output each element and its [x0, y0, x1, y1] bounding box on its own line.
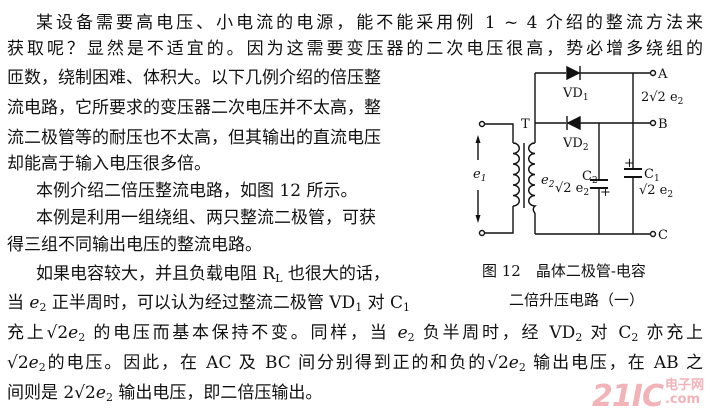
text-run: 2	[105, 391, 113, 404]
diode-vd2	[566, 115, 581, 131]
label-c2: C2	[582, 169, 598, 186]
text-run: 某设备需要高电压、小电流的电源，能不能采用例 1 ~ 4 介绍的整流方法来	[36, 13, 703, 33]
terminal-input-bottom	[478, 229, 486, 237]
figure-caption-line2: 二倍升压电路（一）	[509, 291, 645, 309]
text-run: 2	[78, 331, 86, 344]
label-c1-plus: +	[624, 156, 635, 171]
text-run: 如果电容较大，并且负载电阻 R	[36, 264, 276, 284]
label-vd2: VD2	[562, 136, 589, 153]
text-run: 对 C	[362, 293, 404, 313]
text-run: 本例是利用一组绕组、两只整流二极管，可获	[36, 208, 376, 228]
terminal-a	[649, 69, 657, 77]
text-run: 匝数，绕制困难、体积大。以下几例介绍的倍压整	[7, 68, 381, 88]
paragraph-line: 当 e2 正半周时，可以认为经过整流二极管 VD1 对 C1	[7, 293, 410, 313]
text-run: 负半周时，经 VD	[414, 323, 576, 343]
text-run: e	[508, 353, 519, 373]
paragraph-line: √2e2的电压。因此，在 AC 及 BC 间分别得到正的和负的√2e2 输出电压…	[7, 353, 703, 373]
text-run: e	[68, 323, 79, 343]
text-run: L	[275, 272, 283, 285]
paragraph-line: 如果电容较大，并且负载电阻 RL 也很大的话，	[36, 264, 390, 284]
text-run: 2	[39, 301, 47, 314]
label-c1: C1	[644, 167, 660, 184]
paragraph-line: 匝数，绕制困难、体积大。以下几例介绍的倍压整	[7, 68, 381, 88]
label-ab-voltage: 2√2 e2	[641, 90, 683, 107]
text-run: 却能高于输入电压很多倍。	[7, 154, 211, 174]
text-run: 2	[38, 361, 46, 374]
label-e1: e1	[473, 167, 486, 184]
paragraph-line: 流二极管等的耐压也不太高，但其输出的直流电压	[7, 128, 381, 148]
label-t: T	[521, 117, 530, 132]
text-run: 充上√2	[7, 323, 69, 343]
text-run: 流电路，它所要求的变压器二次电压并不太高，整	[7, 98, 381, 118]
wire-primary	[485, 123, 514, 234]
label-b: B	[658, 117, 668, 132]
label-e2: e2	[541, 173, 555, 190]
capacitor-c1	[624, 168, 642, 178]
paragraph-line: 获取呢？显然是不适宜的。因为这需要变压器的二次电压很高，势必增多绕组的	[7, 39, 703, 59]
text-run: 输出电压，在 AB 之	[525, 353, 703, 373]
text-run: 2	[407, 331, 415, 344]
text-run: 当	[7, 293, 30, 313]
paragraph-line: 得三组不同输出电压的整流电路。	[7, 235, 262, 255]
text-run: √2	[7, 353, 29, 373]
capacitor-c2	[590, 179, 608, 189]
text-run: 1	[403, 301, 411, 314]
text-run: 也很大的话，	[282, 264, 390, 284]
text-run: 获取呢？显然是不适宜的。因为这需要变压器的二次电压很高，势必增多绕组的	[7, 39, 703, 59]
coil-secondary	[528, 142, 537, 214]
label-c2-plus: +	[600, 185, 611, 200]
label-c2-voltage: √2 e2	[555, 181, 589, 198]
text-run: 2	[631, 331, 639, 344]
text-run: 本例介绍二倍压整流电路，如图 12 所示。	[36, 181, 358, 201]
terminal-c	[649, 230, 657, 238]
text-run: 流二极管等的耐压也不太高，但其输出的直流电压	[7, 128, 381, 148]
paragraph-line: 充上√2e2 的电压而基本保持不变。同样，当 e2 负半周时，经 VD2 对 C…	[7, 323, 703, 343]
text-run: e	[397, 323, 408, 343]
text-run: 间则是 2√2	[7, 383, 96, 403]
terminal-input-top	[478, 120, 486, 128]
text-run: 2	[518, 361, 526, 374]
paragraph-line: 流电路，它所要求的变压器二次电压并不太高，整	[7, 98, 381, 118]
text-run: 的电压。因此，在 AC 及 BC 间分别得到正的和负的√2	[45, 353, 509, 373]
paragraph-line: 却能高于输入电压很多倍。	[7, 154, 211, 174]
label-c: C	[658, 228, 668, 243]
text-run: 亦充上	[638, 323, 704, 343]
text-run: 输出电压，即二倍压输出。	[112, 383, 323, 403]
coil-primary	[512, 142, 520, 207]
text-run: 得三组不同输出电压的整流电路。	[7, 235, 262, 255]
terminal-b	[649, 119, 657, 127]
paragraph-line: 本例是利用一组绕组、两只整流二极管，可获	[36, 208, 376, 228]
text-run: e	[28, 353, 39, 373]
text-run: 2	[575, 331, 583, 344]
paragraph-line: 本例介绍二倍压整流电路，如图 12 所示。	[36, 181, 357, 201]
text-run: e	[95, 383, 106, 403]
text-run: 的电压而基本保持不变。同样，当	[85, 323, 398, 343]
e1-arrow-up-icon	[475, 135, 481, 143]
text-run: 1	[355, 301, 363, 314]
paragraph-line: 间则是 2√2e2 输出电压，即二倍压输出。	[7, 383, 322, 403]
e1-arrow-down-icon	[475, 215, 481, 223]
text-run: 正半周时，可以认为经过整流二极管 VD	[46, 293, 356, 313]
text-run: 对 C	[582, 323, 632, 343]
paragraph-line: 某设备需要高电压、小电流的电源，能不能采用例 1 ~ 4 介绍的整流方法来	[36, 13, 703, 33]
label-vd1: VD1	[562, 86, 589, 103]
label-c1-voltage: √2 e2	[639, 183, 673, 200]
figure-caption-line1: 图 12 晶体二极管-电容	[482, 262, 646, 280]
label-a: A	[657, 67, 668, 82]
diode-vd1	[566, 65, 581, 81]
text-run: e	[29, 293, 40, 313]
